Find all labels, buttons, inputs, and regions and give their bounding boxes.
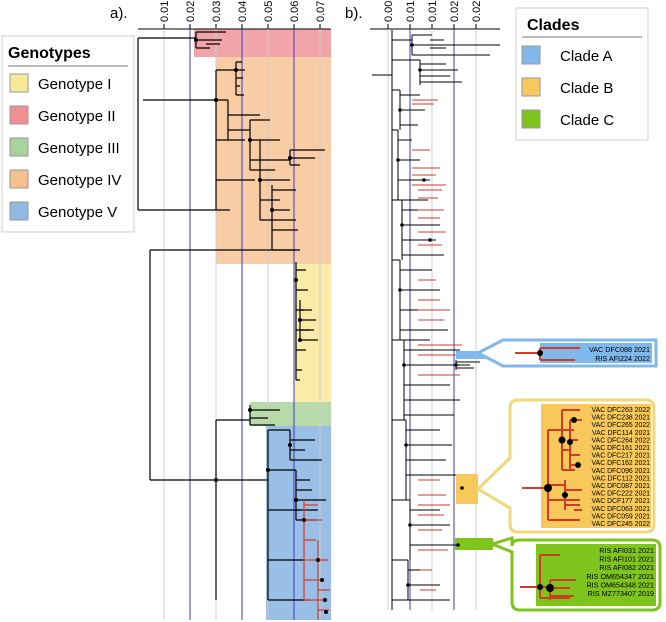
phylo-tree-b	[372, 30, 500, 610]
phylo-tree-a	[137, 31, 326, 601]
tick-label: 0.025	[471, 0, 483, 22]
taxon-label: VAC DFC222 2021	[592, 491, 651, 498]
tick-label: 0.02	[185, 1, 197, 22]
tick-label: 0.01	[159, 1, 171, 22]
taxon-label: VAC DFC059 2021	[592, 513, 651, 520]
clade-legend-items: Clade A Clade B Clade C	[521, 45, 614, 129]
taxon-label: VAC DFC265 2022	[592, 422, 651, 429]
tick-label: 0.015	[427, 0, 439, 22]
genotype-swatch	[9, 169, 29, 189]
taxon-label: VAC DFC088 2021	[589, 345, 650, 354]
phylo-tree-a-red	[303, 500, 330, 620]
genotype-legend-items: Genotype I Genotype II Genotype III Genotyp…	[8, 65, 128, 221]
genotype-swatch	[9, 201, 29, 221]
genotype-label: Genotype I	[38, 76, 111, 93]
taxon-label: VAC DFC238 2021	[592, 415, 651, 422]
tree-a-nodes	[194, 38, 328, 614]
clade-c-highlight	[455, 538, 493, 550]
taxon-label: VAC DFC264 2022	[592, 437, 651, 444]
genotype-legend-title: Genotypes	[8, 45, 91, 62]
taxon-label: RIS AFI224 2022	[595, 354, 650, 363]
tick-label: 0.07	[315, 1, 327, 22]
clade-legend-title: Clades	[527, 17, 580, 34]
clade-c-inset-nodes	[537, 584, 554, 592]
panel-a-label: a).	[110, 5, 128, 22]
phylo-tree-b-red	[412, 99, 462, 591]
taxon-label: VAC DFC263 2022	[592, 407, 651, 414]
genotype-ii-band	[194, 29, 331, 57]
clade-a-highlight	[456, 351, 496, 359]
genotype-v-band	[266, 426, 331, 620]
genotype-swatch	[9, 73, 29, 93]
clade-swatch	[521, 109, 541, 129]
taxon-label: VAC DFC217 2021	[592, 453, 651, 460]
taxon-label: VAC DFC245 2022	[592, 521, 651, 528]
genotype-label: Genotype V	[38, 204, 117, 221]
taxon-label: RIS OM654347 2021	[586, 572, 654, 581]
taxon-label: RIS AFI101 2021	[599, 555, 654, 564]
panel-a: a). 0.01 0.02 0.03 0.04 0.05 0.06 0.07	[110, 1, 331, 620]
genotype-label: Genotype III	[38, 140, 120, 157]
taxon-label: VAC DFC162 2021	[592, 460, 651, 467]
tick-label: 0.03	[211, 1, 223, 22]
genotype-label: Genotype II	[38, 108, 116, 125]
genotype-swatch	[9, 105, 29, 125]
clade-label: Clade C	[560, 112, 614, 129]
panel-b: b). 0.005 0.01 0.015 0.02 0.025	[345, 0, 500, 610]
taxon-label: VAC DFC087 2021	[592, 483, 651, 490]
taxon-label: VAC DFC114 2021	[592, 430, 650, 437]
genotype-iii-band	[250, 402, 331, 426]
clade-label: Clade B	[560, 80, 613, 97]
panel-a-ticks: 0.01 0.02 0.03 0.04 0.05 0.06 0.07	[159, 1, 327, 29]
panel-b-ticks: 0.005 0.01 0.015 0.02 0.025	[383, 0, 483, 29]
clade-b-highlight	[456, 474, 478, 504]
tick-label: 0.02	[449, 1, 461, 22]
taxon-label: RIS MZ773407 2019	[588, 589, 654, 598]
genotype-legend-box	[1, 35, 135, 233]
taxon-label: RIS OM654348 2021	[586, 580, 654, 589]
genotype-label: Genotype IV	[38, 172, 121, 189]
clade-a-inset-node	[537, 350, 543, 356]
clade-legend: Clades Clade A Clade B Clade C	[515, 7, 649, 141]
tree-b-nodes	[396, 43, 464, 587]
taxon-label: VAC DFC063 2021	[592, 506, 651, 513]
taxon-label: RIS AFI031 2021	[599, 546, 654, 555]
taxon-label: VAC DCF177 2021	[592, 498, 651, 505]
panel-b-label: b).	[345, 5, 363, 22]
tick-label: 0.01	[405, 1, 417, 22]
clade-label: Clade A	[560, 48, 613, 65]
taxon-label: VAC DFC112 2021	[592, 475, 650, 482]
taxon-label: VAC DFC161 2021	[592, 445, 651, 452]
clade-swatch	[521, 77, 541, 97]
clade-swatch	[521, 45, 541, 65]
tick-label: 0.06	[289, 1, 301, 22]
tick-label: 0.04	[237, 1, 249, 22]
tick-label: 0.05	[263, 1, 275, 22]
taxon-label: VAC DFC096 2021	[592, 468, 651, 475]
genotype-swatch	[9, 137, 29, 157]
taxon-label: RIS AFI082 2021	[599, 563, 654, 572]
clade-b-inset-nodes	[544, 417, 581, 498]
tick-label: 0.005	[383, 0, 395, 22]
clade-b-inset-fill	[541, 404, 651, 528]
